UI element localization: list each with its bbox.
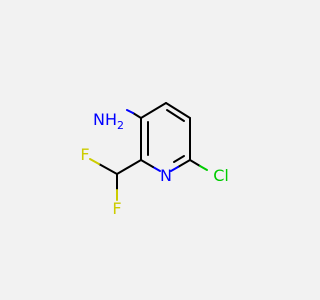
- background: [0, 0, 300, 300]
- bond-c6-n1: [177, 159, 191, 168]
- atom-label-f2: F: [112, 199, 121, 218]
- bond-ch-f1-f: [89, 158, 100, 165]
- bond-n1-c2: [140, 159, 154, 168]
- atom-label-nh2: NH2: [93, 110, 124, 132]
- bonds: [89, 102, 208, 201]
- atom-label-f1: F: [80, 145, 89, 164]
- bond-c4-c5-inner: [166, 109, 185, 122]
- bond-ch-f1: [98, 163, 118, 175]
- bond-c6-cl-cl: [199, 165, 208, 171]
- bond-c6-n1-inner: [173, 155, 185, 163]
- bond-c6-cl: [189, 159, 201, 167]
- bond-c4-c5: [165, 102, 191, 119]
- bond-c2-ch: [116, 159, 142, 175]
- atom-label-n1: N: [160, 166, 172, 185]
- atom-label-cl: Cl: [213, 166, 229, 185]
- bond-c3-nh2-n: [126, 109, 134, 114]
- bond-c3-nh2: [132, 112, 142, 119]
- molecule-structure: NH2 N Cl F F: [0, 0, 300, 300]
- bond-c6-n1-n: [170, 166, 179, 172]
- bond-n1-c2-n: [152, 166, 161, 172]
- bond-c3-c4: [140, 102, 167, 119]
